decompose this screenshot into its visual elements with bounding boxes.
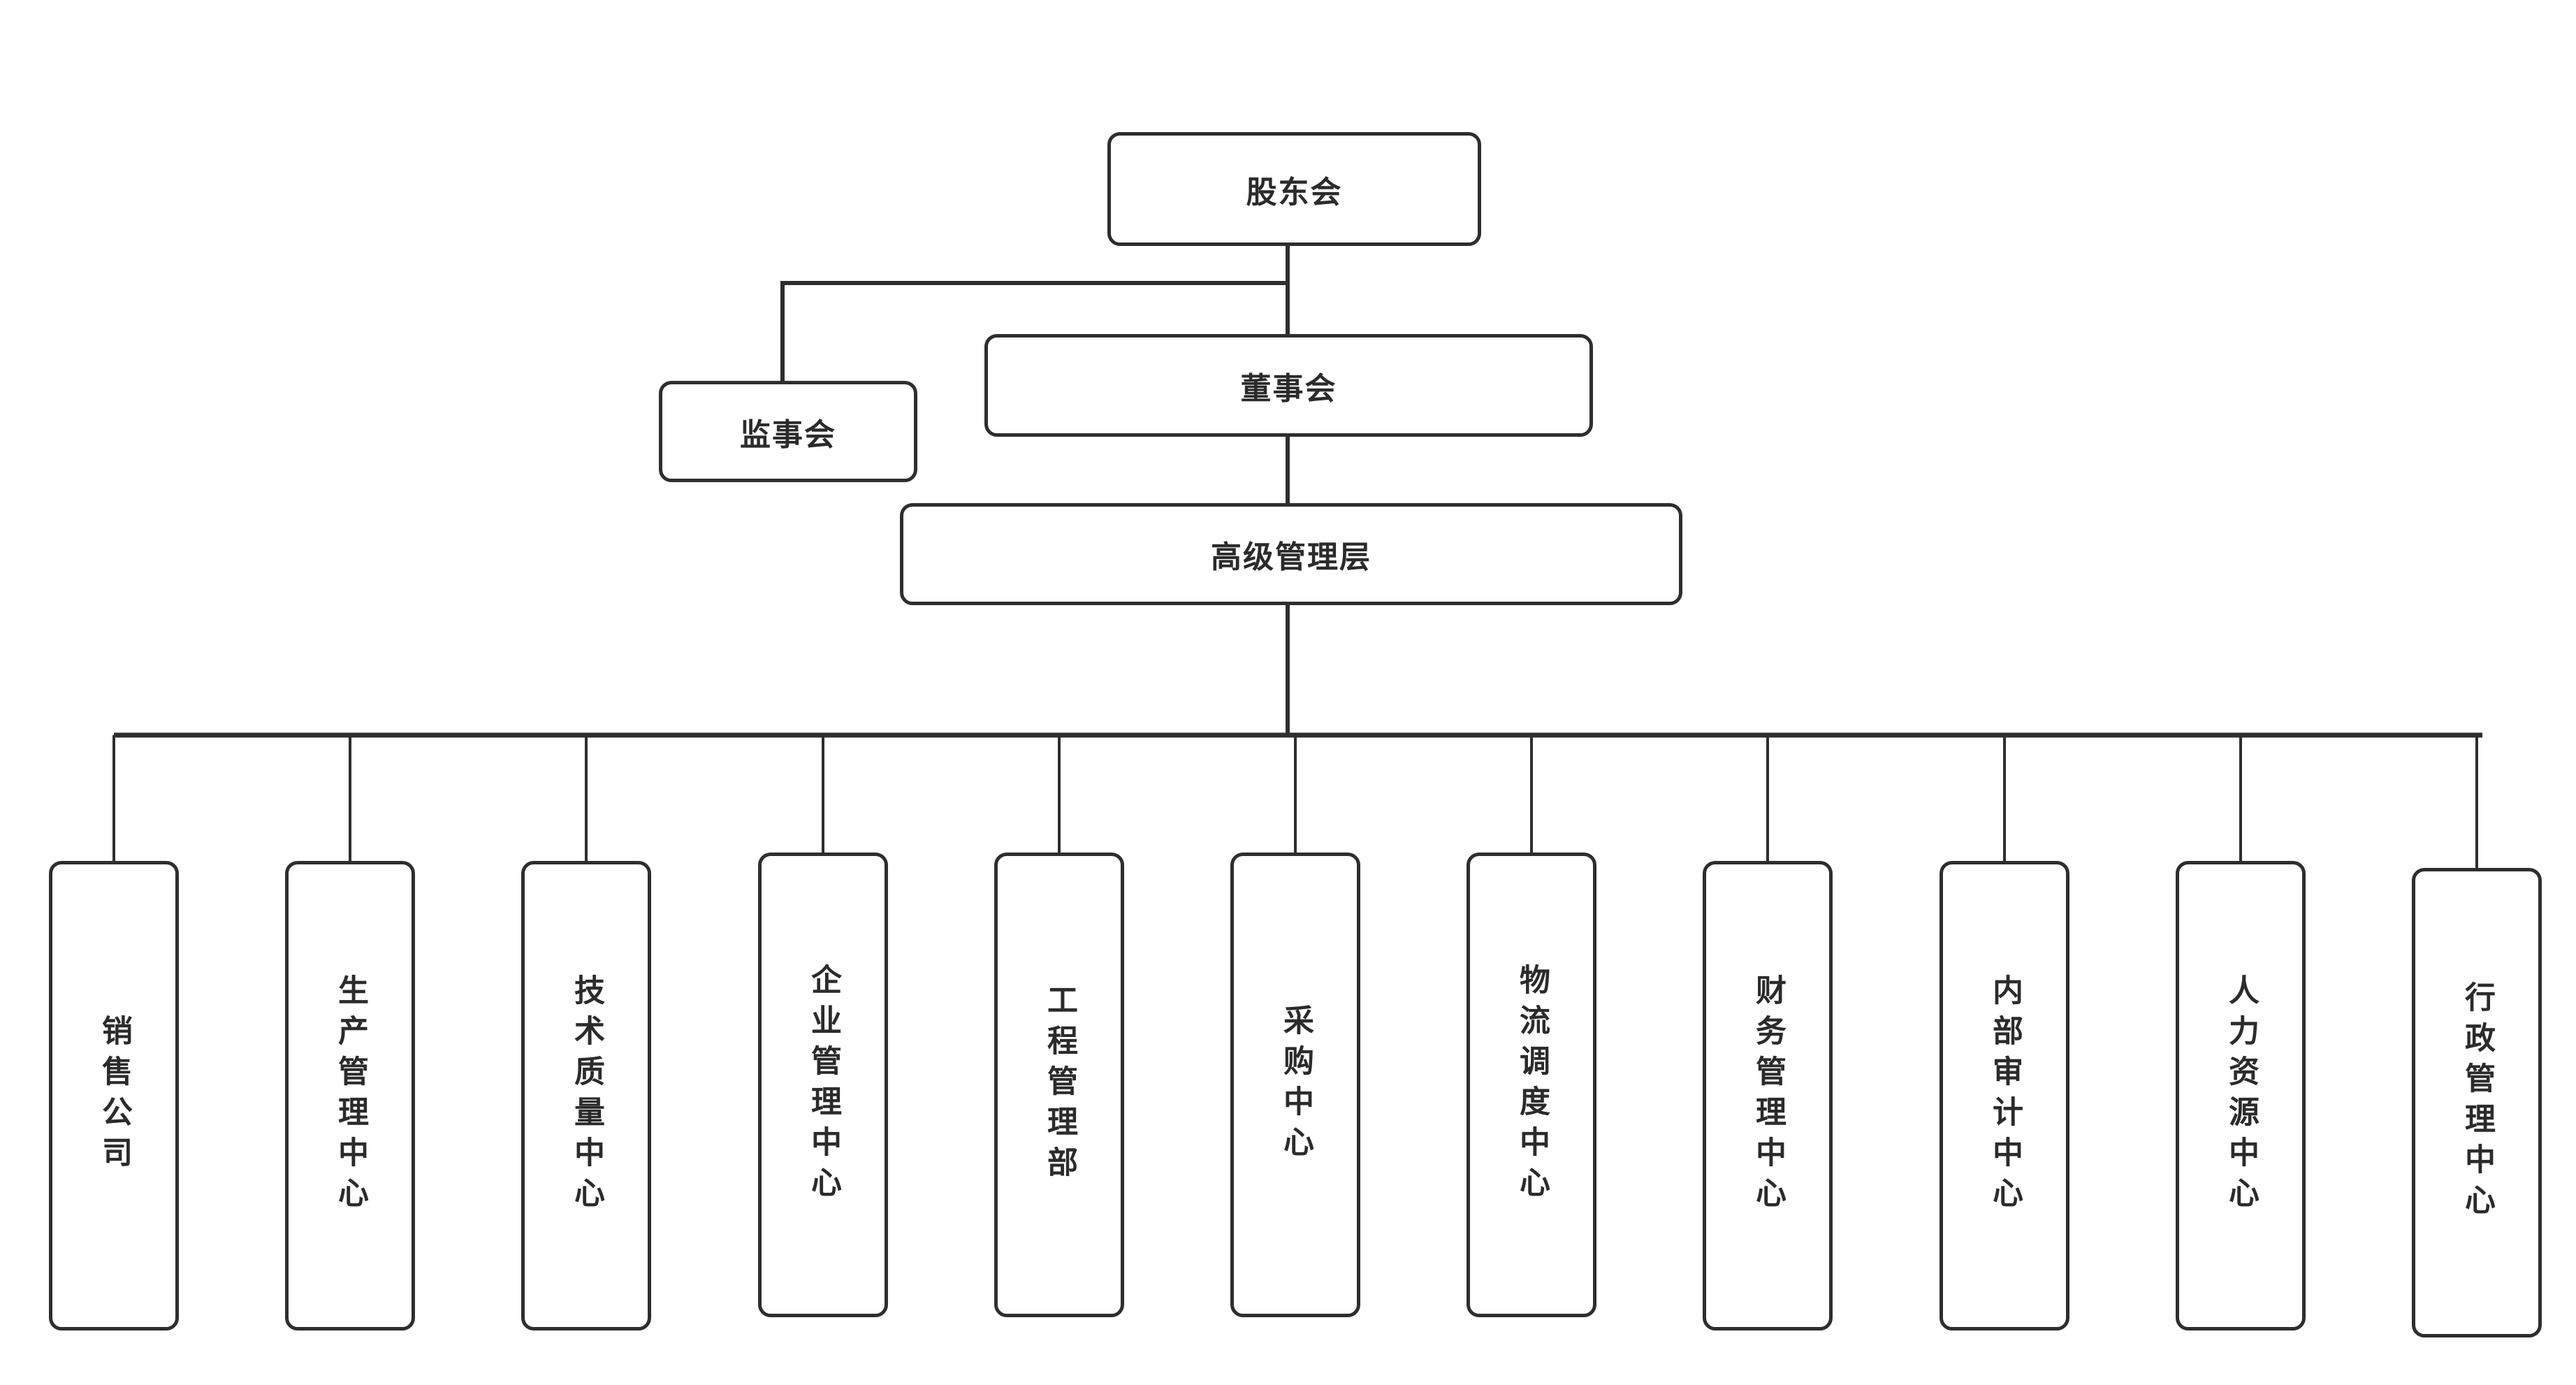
node-dept-10[interactable]: 人力资源中心 [2176, 861, 2306, 1330]
node-dept-6[interactable]: 采购中心 [1230, 853, 1360, 1317]
node-dept-8[interactable]: 财务管理中心 [1703, 861, 1833, 1330]
node-dept-5[interactable]: 工程管理部 [994, 853, 1124, 1317]
node-dept-5-label: 工程管理部 [1042, 983, 1077, 1187]
node-dept-7[interactable]: 物流调度中心 [1467, 853, 1596, 1317]
node-dept-3[interactable]: 技术质量中心 [521, 861, 651, 1330]
node-dept-4-label: 企业管理中心 [806, 963, 841, 1207]
node-senior-management[interactable]: 高级管理层 [900, 503, 1682, 605]
node-dept-10-label: 人力资源中心 [2223, 974, 2259, 1217]
node-dept-9-label: 内部审计中心 [1987, 974, 2023, 1217]
node-supervisors[interactable]: 监事会 [659, 381, 917, 482]
edge-shareholders-supervisors [780, 281, 1288, 381]
node-shareholders[interactable]: 股东会 [1107, 132, 1481, 246]
node-directors[interactable]: 董事会 [984, 334, 1593, 437]
node-dept-4[interactable]: 企业管理中心 [758, 853, 888, 1317]
node-dept-9[interactable]: 内部审计中心 [1940, 861, 2069, 1330]
node-dept-11[interactable]: 行政管理中心 [2412, 868, 2542, 1337]
node-dept-2-label: 生产管理中心 [333, 974, 368, 1217]
node-shareholders-label: 股东会 [1246, 174, 1343, 210]
node-dept-2[interactable]: 生产管理中心 [285, 861, 415, 1330]
node-dept-7-label: 物流调度中心 [1514, 963, 1550, 1207]
node-dept-3-label: 技术质量中心 [569, 974, 604, 1217]
node-dept-11-label: 行政管理中心 [2459, 981, 2495, 1224]
node-dept-6-label: 采购中心 [1278, 1003, 1314, 1166]
node-dept-1-label: 销售公司 [96, 1015, 132, 1177]
node-directors-label: 董事会 [1240, 370, 1337, 407]
node-senior-management-label: 高级管理层 [1211, 539, 1371, 575]
node-supervisors-label: 监事会 [740, 416, 836, 453]
node-dept-8-label: 财务管理中心 [1750, 974, 1786, 1217]
node-dept-1[interactable]: 销售公司 [49, 861, 179, 1330]
